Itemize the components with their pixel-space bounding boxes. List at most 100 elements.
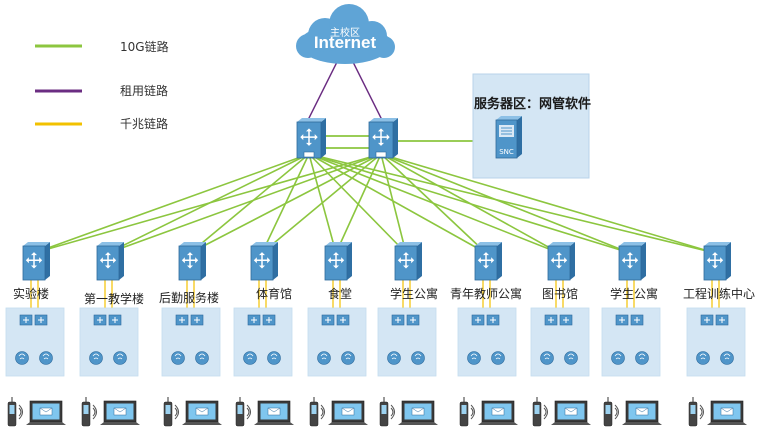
laptop-icon [398,400,438,425]
link-10g [107,153,382,254]
building-label: 青年教师公寓 [449,287,523,301]
port-badge [303,151,315,158]
server-area-panel [472,73,590,179]
building-switch-icon [474,242,502,281]
signal-waves-icon [543,404,548,420]
wireless-ap-icon [564,351,578,365]
mobile-phone-icon [379,397,389,427]
building-switch-icon [703,242,731,281]
building-switch-icon [96,242,124,281]
wireless-ap-icon [113,351,127,365]
signal-waves-icon [246,404,251,420]
laptop-icon [478,400,518,425]
legend-label-10g: 10G链路 [120,40,169,54]
server-area-title: 服务器区：网管软件 [474,97,592,112]
mobile-phone-icon [81,397,91,427]
access-switch-icon [19,314,33,326]
wireless-ap-icon [467,351,481,365]
link-leased [305,61,338,125]
link-10g [33,153,310,254]
access-switch-icon [615,314,629,326]
wireless-ap-icon [720,351,734,365]
link-10g [335,153,382,254]
cloud-title: Internet [313,33,377,52]
wireless-ap-icon [341,351,355,365]
building-label: 工程训练中心 [682,287,756,301]
access-switch-icon [262,314,276,326]
mobile-phone-icon [532,397,542,427]
building-label: 体育馆 [255,287,293,301]
mobile-phone-icon [235,397,245,427]
laptop-icon [707,400,747,425]
laptop-icon [622,400,662,425]
server-device-label: SNC [499,148,514,156]
signal-waves-icon [174,404,179,420]
laptop-icon [551,400,591,425]
access-panel [233,307,293,377]
legend-label-gig: 千兆链路 [120,117,169,131]
wireless-ap-icon [411,351,425,365]
building-label: 学生公寓 [609,287,659,301]
building-switch-icon [618,242,646,281]
link-10g [380,153,560,254]
cloud-icon [296,4,395,64]
mobile-phone-icon [7,397,17,427]
access-switch-icon [471,314,485,326]
legend-lines [35,44,82,126]
link-10g [380,153,407,254]
port-badge [375,151,387,158]
wireless-ap-icon [387,351,401,365]
access-switch-icon [700,314,714,326]
access-switch-icon [93,314,107,326]
wireless-ap-icon [243,351,257,365]
cloud-caption: 主校区 [330,28,360,39]
laptop-icon [182,400,222,425]
wireless-ap-icon [491,351,505,365]
building-label: 学生公寓 [389,287,439,301]
link-10g [308,153,487,254]
signal-waves-icon [92,404,97,420]
building-switch-icon [394,242,422,281]
wireless-ap-icon [171,351,185,365]
link-10g [380,153,487,254]
links-leased [305,61,385,125]
clients [7,397,747,427]
laptop-icon [328,400,368,425]
access-switch-icon [190,314,204,326]
access-switch-icon [321,314,335,326]
wireless-ap-icon [317,351,331,365]
access-switch-icon [486,314,500,326]
access-switch-icon [544,314,558,326]
mobile-phone-icon [459,397,469,427]
access-switch-icon [559,314,573,326]
laptop-icon [26,400,66,425]
wireless-ap-icon [89,351,103,365]
access-switch-icon [391,314,405,326]
mobile-phone-icon [163,397,173,427]
building-label: 图书馆 [541,287,579,301]
access-switch-icon [336,314,350,326]
building-label: 实验楼 [12,287,50,301]
link-10g [261,153,382,254]
link-10g [33,153,382,254]
link-10g [189,153,310,254]
devices: SNC [15,4,734,365]
wireless-ap-icon [635,351,649,365]
core-switch-icon [296,118,326,159]
signal-waves-icon [390,404,395,420]
access-switch-icon [34,314,48,326]
access-switch-icon [108,314,122,326]
signal-waves-icon [320,404,325,420]
link-10g [380,153,716,254]
signal-waves-icon [470,404,475,420]
link-10g [189,153,382,254]
mobile-phone-icon [309,397,319,427]
link-10g [380,153,631,254]
access-switch-icon [175,314,189,326]
building-switch-icon [547,242,575,281]
mobile-phone-icon [603,397,613,427]
access-switch-icon [630,314,644,326]
mobile-phone-icon [688,397,698,427]
access-switch-icon [715,314,729,326]
